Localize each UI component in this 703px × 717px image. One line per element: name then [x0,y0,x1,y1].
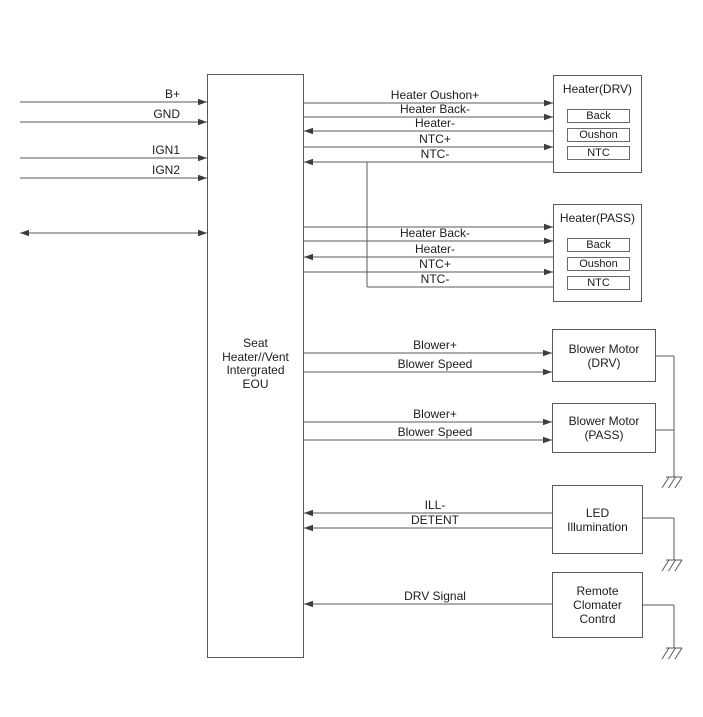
left-input-wires [20,98,207,182]
ecu-label-line: Seat [243,336,268,350]
wire-label-blower-speed: Blower Speed [397,357,473,371]
arrow-left-icon [304,600,313,608]
wire-label-ntc-minus: NTC- [420,147,450,161]
arrow-left-icon [304,253,313,261]
wire-label-ign1: IGN1 [151,143,180,157]
arrow-left-icon [304,158,313,166]
led-ground-wire [643,517,675,560]
heater-pass-pad-back: Back [567,238,630,252]
arrow-right-icon [544,237,553,245]
arrow-right-icon [544,268,553,276]
ecu-label-line: Intergrated [226,363,285,377]
heater-drv-box: Heater(DRV) Back Oushon NTC [553,75,642,173]
ecu-label: Seat Heater//Vent Intergrated EOU [207,336,304,391]
wire-label-ntc-plus: NTC+ [419,132,451,146]
wire-label-b-plus: B+ [164,87,180,101]
heater-drv-pad-back: Back [567,109,630,123]
arrow-left-icon [20,229,29,237]
arrow-right-icon [198,154,207,162]
arrow-left-icon [304,127,313,135]
wire-label-drv-signal: DRV Signal [404,589,466,603]
arrow-right-icon [198,174,207,182]
heater-drv-pad-oushon: Oushon [567,128,630,142]
chassis-ground-icon [661,476,683,489]
bidirectional-wire [20,229,207,237]
led-title: LED [585,505,610,520]
arrow-right-icon [198,118,207,126]
remote-wires [304,600,683,660]
arrow-right-icon [544,143,553,151]
remote-title-line: Clomater [573,598,622,612]
blower-pass-subtitle: (PASS) [584,428,624,442]
wire-label-blower-plus: Blower+ [413,338,457,352]
chassis-ground-icon [661,647,683,660]
led-illumination-box: LED Illumination [552,485,643,554]
blower-drv-box: Blower Motor (DRV) [552,329,656,382]
arrow-right-icon [543,436,552,444]
wire-label-detent: DETENT [411,513,459,527]
arrow-left-icon [304,524,313,532]
wire-label-blower-plus: Blower+ [413,407,457,421]
wire-label-gnd: GND [153,107,180,121]
arrow-left-icon [304,509,313,517]
wire-label-heater-back-minus: Heater Back- [399,102,471,116]
wire-label-heater-oushon-plus: Heater Oushon+ [390,88,480,102]
ecu-label-line: EOU [242,376,269,391]
heater-pass-pad-ntc: NTC [567,276,630,290]
remote-title-line: Remote [576,584,619,598]
blower-drv-subtitle: (DRV) [587,355,621,370]
arrow-right-icon [543,418,552,426]
remote-control-box: Remote Clomater Contrd [552,572,643,638]
wire-label-ntc-plus: NTC+ [419,257,451,271]
blower-pass-title: Blower Motor [568,414,640,428]
ecu-label-line: Heater//Vent [222,349,289,364]
heater-drv-pad-ntc: NTC [567,146,630,160]
arrow-right-icon [198,98,207,106]
arrow-right-icon [198,229,207,237]
wire-label-heater-minus: Heater- [414,242,455,256]
wire-label-heater-back-minus: Heater Back- [399,226,471,240]
remote-ground-wire [643,604,675,648]
blower-drv-title: Blower Motor [568,341,640,356]
arrow-right-icon [544,99,553,107]
heater-drv-wires [304,99,553,287]
arrow-right-icon [544,113,553,121]
wire-label-ill-minus: ILL- [424,498,446,512]
wire-label-ntc-minus: NTC- [420,272,450,286]
blower-wires [304,349,683,489]
heater-pass-pad-oushon: Oushon [567,257,630,271]
led-subtitle: Illumination [567,519,628,534]
wire-label-blower-speed: Blower Speed [397,425,473,439]
led-wires [304,509,683,572]
arrow-right-icon [543,368,552,376]
arrow-right-icon [543,349,552,357]
wire-label-heater-minus: Heater- [414,116,455,130]
heater-pass-title: Heater(PASS) [559,211,636,225]
chassis-ground-icon [661,559,683,572]
ecu-box [207,74,304,658]
heater-pass-wires [304,223,553,288]
remote-title-line: Contrd [579,612,616,626]
wire-label-ign2: IGN2 [151,163,180,177]
blower-pass-box: Blower Motor (PASS) [552,403,656,453]
heater-drv-title: Heater(DRV) [562,82,633,96]
heater-pass-box: Heater(PASS) Back Oushon NTC [553,204,642,302]
arrow-right-icon [544,223,553,231]
blower-ground-wire [656,355,675,477]
